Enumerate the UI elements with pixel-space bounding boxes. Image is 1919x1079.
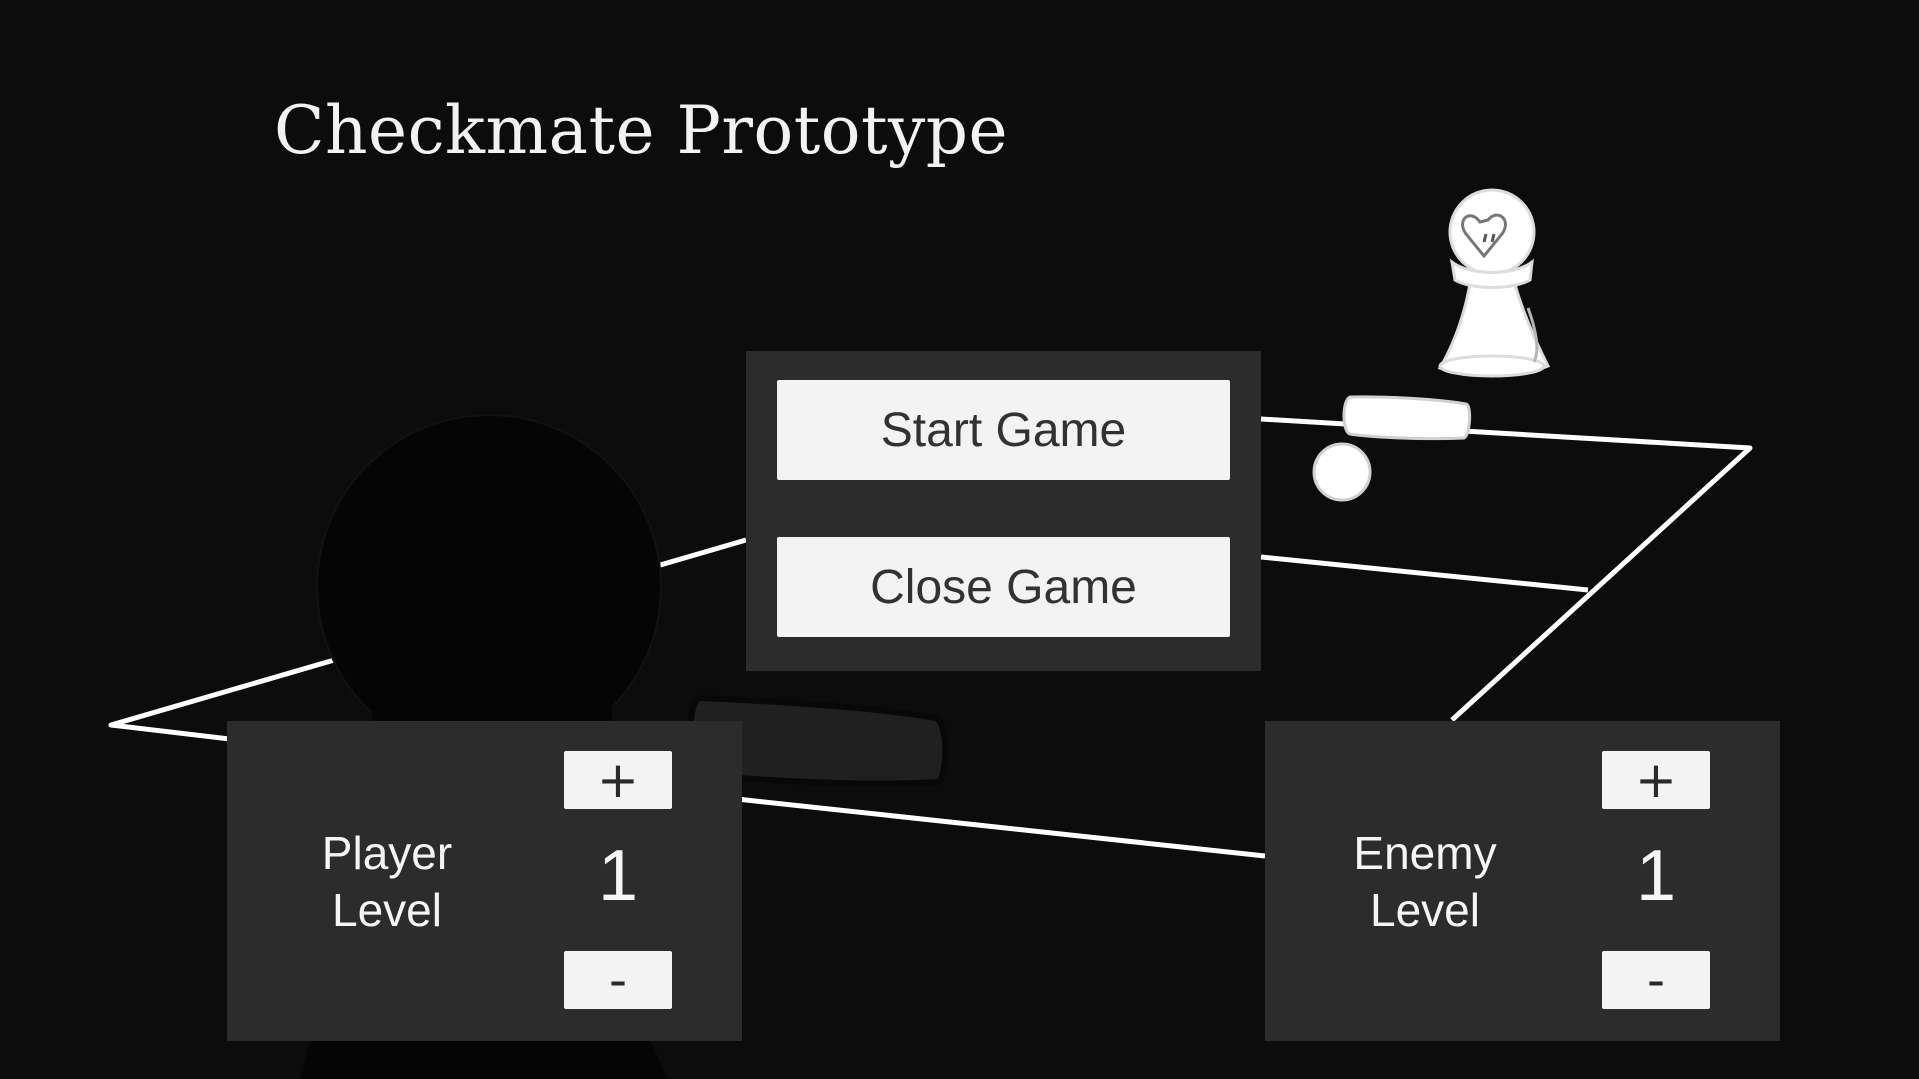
enemy-level-decrease-button[interactable]: - — [1602, 951, 1710, 1009]
main-menu-panel: Start Game Close Game — [746, 351, 1261, 671]
player-level-decrease-button[interactable]: - — [564, 951, 672, 1009]
player-level-label-line2: Level — [332, 884, 442, 936]
enemy-level-value: 1 — [1635, 836, 1677, 916]
enemy-level-panel: Enemy Level + 1 - — [1265, 721, 1780, 1041]
player-level-value: 1 — [597, 836, 639, 916]
ball-sprite — [1312, 442, 1372, 502]
player-silhouette-sprite — [300, 414, 949, 1079]
enemy-level-label-line2: Level — [1370, 884, 1480, 936]
player-level-label-line1: Player — [321, 827, 453, 879]
enemy-level-increase-button[interactable]: + — [1602, 751, 1710, 809]
enemy-level-label: Enemy Level — [1275, 825, 1575, 939]
game-title: Checkmate Prototype — [274, 92, 1009, 169]
close-game-button[interactable]: Close Game — [777, 537, 1230, 637]
player-level-label: Player Level — [237, 825, 537, 939]
enemy-paddle-sprite — [1342, 395, 1472, 441]
player-level-panel: Player Level + 1 - — [227, 721, 742, 1041]
player-level-increase-button[interactable]: + — [564, 751, 672, 809]
enemy-level-label-line1: Enemy — [1353, 827, 1497, 879]
start-game-button[interactable]: Start Game — [777, 380, 1230, 480]
enemy-pawn-sprite — [1437, 188, 1551, 378]
